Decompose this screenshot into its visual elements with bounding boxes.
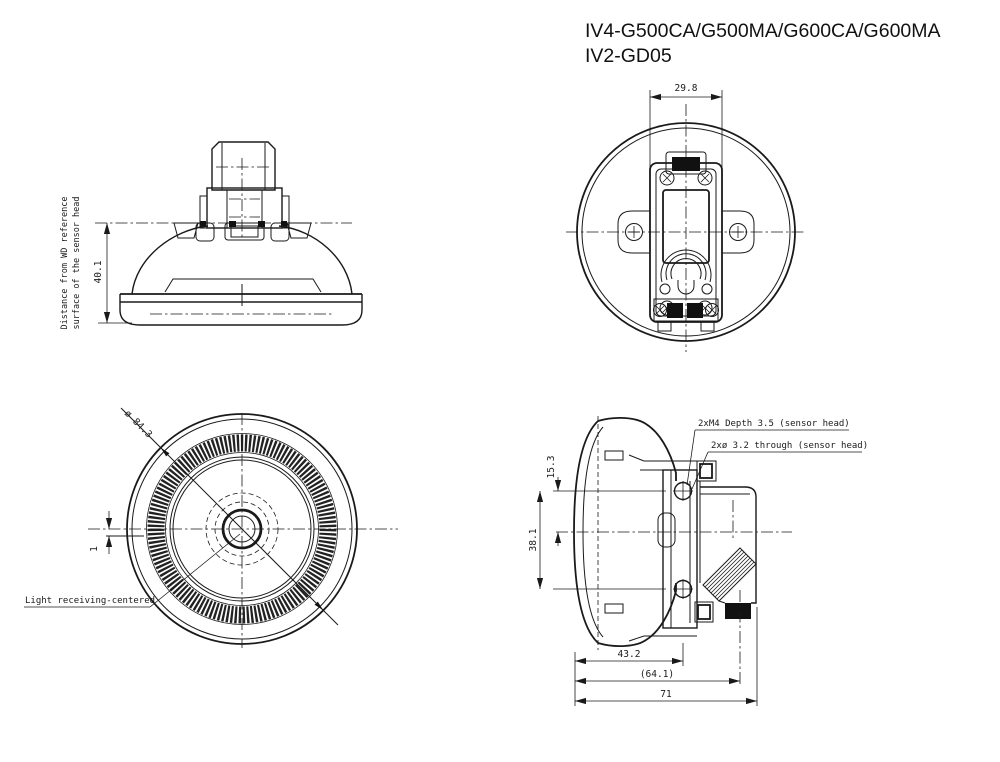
dim-29-8: 29.8 (649, 83, 723, 170)
model-number-line2: IV2-GD05 (585, 45, 672, 67)
wd-note-line2: surface of the sensor head (72, 196, 82, 329)
connector-collar (199, 187, 290, 229)
arrowhead (314, 601, 324, 611)
dim-38-1-text: 38.1 (528, 528, 539, 551)
cable-block (725, 603, 751, 619)
connector-top-block (211, 141, 276, 191)
dim-71-text: 71 (660, 689, 672, 700)
dim-38-1: 38.1 (528, 491, 666, 590)
screw-plus-icon (729, 223, 747, 241)
mount-hole-upper (673, 481, 693, 501)
dim-64-1: (64.1) (575, 590, 741, 686)
screw-x-icon (659, 170, 675, 186)
m4-callout: 2xM4 Depth 3.5 (sensor head) (686, 419, 850, 486)
connector-nub (672, 157, 700, 171)
m4-label: 2xM4 Depth 3.5 (sensor head) (698, 419, 850, 429)
cable-gland (702, 547, 757, 602)
model-number-line1: IV4-G500CA/G500MA/G600CA/G600MA (585, 20, 941, 42)
gasket-mark (200, 221, 206, 227)
dim-64-1-text: (64.1) (640, 669, 674, 680)
view-rear: 29.8 (566, 83, 806, 352)
screw-x-icon (697, 170, 713, 186)
side-tab-edge (657, 512, 676, 548)
view-side-top: 40.1 Distance from WD reference surface … (60, 141, 363, 330)
mount-base (173, 221, 312, 242)
screw-plus-icon (625, 223, 643, 241)
view-front-lens: ø 84.3 1 Light receiving-centered (24, 407, 398, 648)
dim-71: 71 (575, 607, 758, 706)
rear-bracket (649, 151, 723, 323)
through-hole-label: 2xø 3.2 through (sensor head) (711, 441, 868, 451)
mounting-bracket (628, 454, 717, 642)
title-block: IV4-G500CA/G500MA/G600CA/G600MA IV2-GD05 (585, 20, 941, 67)
cable-gland-arcs (659, 249, 713, 295)
sensor-rim (119, 293, 363, 326)
side-tabs (617, 210, 755, 254)
dome-notch (604, 603, 624, 614)
screw-x-icon (653, 303, 667, 317)
screw-x-icon (705, 303, 719, 317)
dim-offset-1: 1 (89, 511, 144, 554)
gasket-mark (258, 221, 265, 227)
gasket-mark (229, 221, 236, 227)
through-hole-callout: 2xø 3.2 through (sensor head) (691, 441, 868, 490)
arrowhead (160, 447, 170, 457)
dim-43-2-text: 43.2 (618, 649, 641, 660)
light-receiving-label: Light receiving-centered (25, 596, 155, 606)
dim-84-3-text: ø 84.3 (122, 408, 154, 440)
dim-29-8-text: 29.8 (675, 83, 698, 94)
dome-notch (604, 450, 624, 461)
connector-body (699, 481, 757, 619)
bottom-tab-inner (697, 604, 711, 620)
sensor-dome-outline (131, 225, 353, 295)
dim-15-3: 15.3 (546, 456, 666, 546)
wd-note-line1: Distance from WD reference (60, 196, 70, 329)
top-tab (696, 460, 717, 482)
gland-knurl-hatch (704, 549, 755, 600)
gasket-mark (281, 221, 287, 227)
view-side-profile: 15.3 38.1 43.2 (64.1) 71 2xM4 Depth 3.5 … (528, 416, 868, 706)
terminal-block (653, 298, 719, 332)
dim-40-1: 40.1 (93, 223, 132, 324)
light-receiving-callout: Light receiving-centered (24, 533, 241, 608)
dim-15-3-text: 15.3 (546, 456, 557, 479)
dome-profile (573, 416, 677, 650)
dim-offset-text: 1 (89, 546, 100, 552)
bottom-tab (694, 601, 714, 623)
dim-40-1-text: 40.1 (93, 260, 104, 283)
mount-hole-lower (673, 579, 693, 599)
